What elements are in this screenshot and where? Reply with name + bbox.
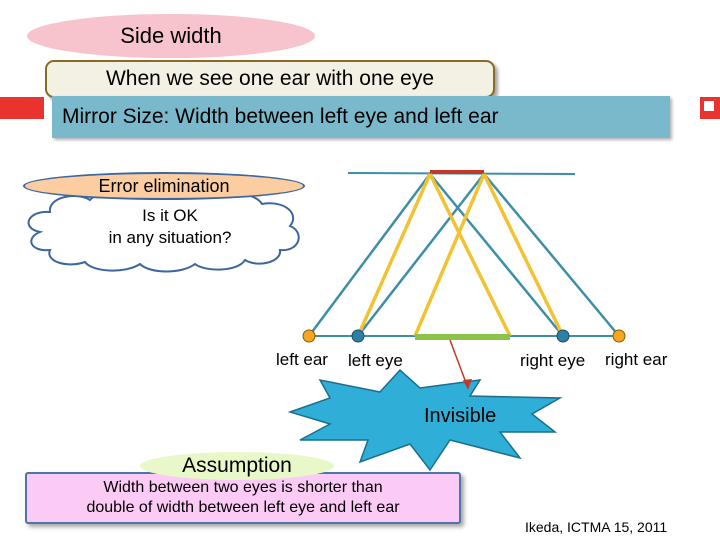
left-ear-label: left ear: [276, 350, 328, 369]
decorative-red-bar: [0, 97, 44, 119]
subtitle-text: When we see one ear with one eye: [105, 67, 435, 90]
cloud-question: Is it OK in any situation?: [60, 205, 280, 249]
assumption-title: Assumption: [182, 454, 292, 477]
question-line-2: in any situation?: [108, 228, 232, 247]
yellow-ray-4: [482, 173, 565, 337]
credit-text: Ikeda, ICTMA 15, 2011: [525, 519, 668, 535]
side-width-ellipse: Side width: [27, 14, 315, 58]
decorative-red-box: [702, 99, 716, 113]
side-width-label: Side width: [120, 23, 222, 48]
ray-left-eye-to-mirror: [357, 173, 485, 337]
mirror-size-banner: Mirror Size: Width between left eye and …: [52, 96, 670, 138]
pointer-arrow-head: [463, 379, 472, 390]
yellow-ray-1: [356, 173, 432, 337]
ray-mirror-to-right-ear: [483, 173, 620, 337]
assumption-title-pill: Assumption: [140, 452, 334, 480]
yellow-ray-2: [428, 173, 512, 337]
ray-mirror-to-right-eye: [429, 173, 564, 337]
question-line-1: Is it OK: [142, 206, 198, 225]
right-ear-label: right ear: [605, 350, 668, 369]
left-eye-point: [351, 329, 365, 343]
assumption-line-2: double of width between left eye and lef…: [86, 499, 400, 516]
invisible-starburst: [287, 368, 563, 472]
left-ear-point: [302, 329, 316, 343]
mirror-size-text: Mirror Size: Width between left eye and …: [62, 105, 499, 128]
yellow-ray-3: [413, 173, 486, 337]
left-eye-label: left eye: [348, 351, 403, 370]
assumption-line-1: Width between two eyes is shorter than: [103, 479, 383, 496]
right-eye-label: right eye: [520, 351, 586, 370]
ray-left-ear-to-mirror: [307, 173, 432, 337]
subtitle-box: When we see one ear with one eye: [45, 60, 495, 98]
right-ear-point: [612, 329, 626, 343]
error-elimination-text: Error elimination: [98, 175, 230, 196]
right-eye-point: [556, 329, 570, 343]
invisible-label: Invisible: [424, 405, 497, 427]
error-elimination-pill: Error elimination: [23, 172, 305, 200]
